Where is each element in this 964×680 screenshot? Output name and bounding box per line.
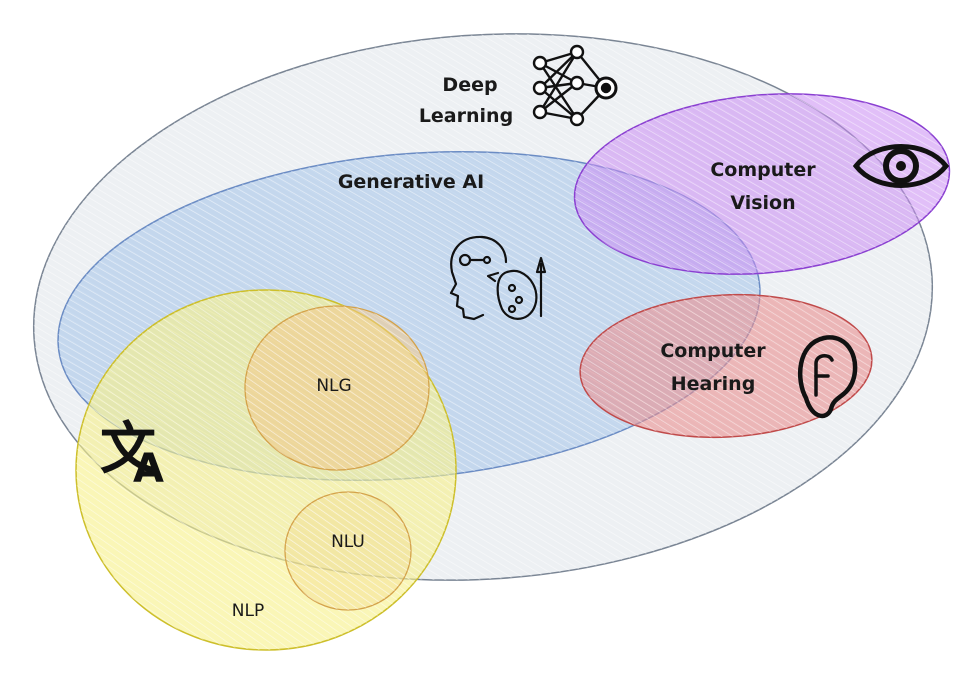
deep-learning-label-line1: Deep [442,74,497,96]
eye-icon [852,144,950,188]
nlg-region [244,305,430,471]
computer-vision-label-line1: Computer [710,159,816,181]
nlu-region [284,491,412,611]
generative-ai-label: Generative AI [338,171,484,193]
nlg-label: NLG [316,376,351,396]
computer-hearing-label-line1: Computer [660,340,766,362]
svg-text:A: A [133,446,164,492]
translate-icon: 文 A [100,417,164,492]
computer-hearing-label-line2: Hearing [671,373,756,395]
nlp-label: NLP [232,601,264,621]
ear-icon [797,335,858,419]
nlu-label: NLU [331,532,365,552]
neural-network-icon [532,44,618,127]
computer-vision-region [573,93,951,275]
computer-hearing-region [579,293,873,439]
deep-learning-label-line2: Learning [419,105,513,127]
svg-text:文: 文 [100,417,156,482]
ai-head-palette-icon [449,235,547,321]
computer-vision-label-line2: Vision [730,192,795,214]
